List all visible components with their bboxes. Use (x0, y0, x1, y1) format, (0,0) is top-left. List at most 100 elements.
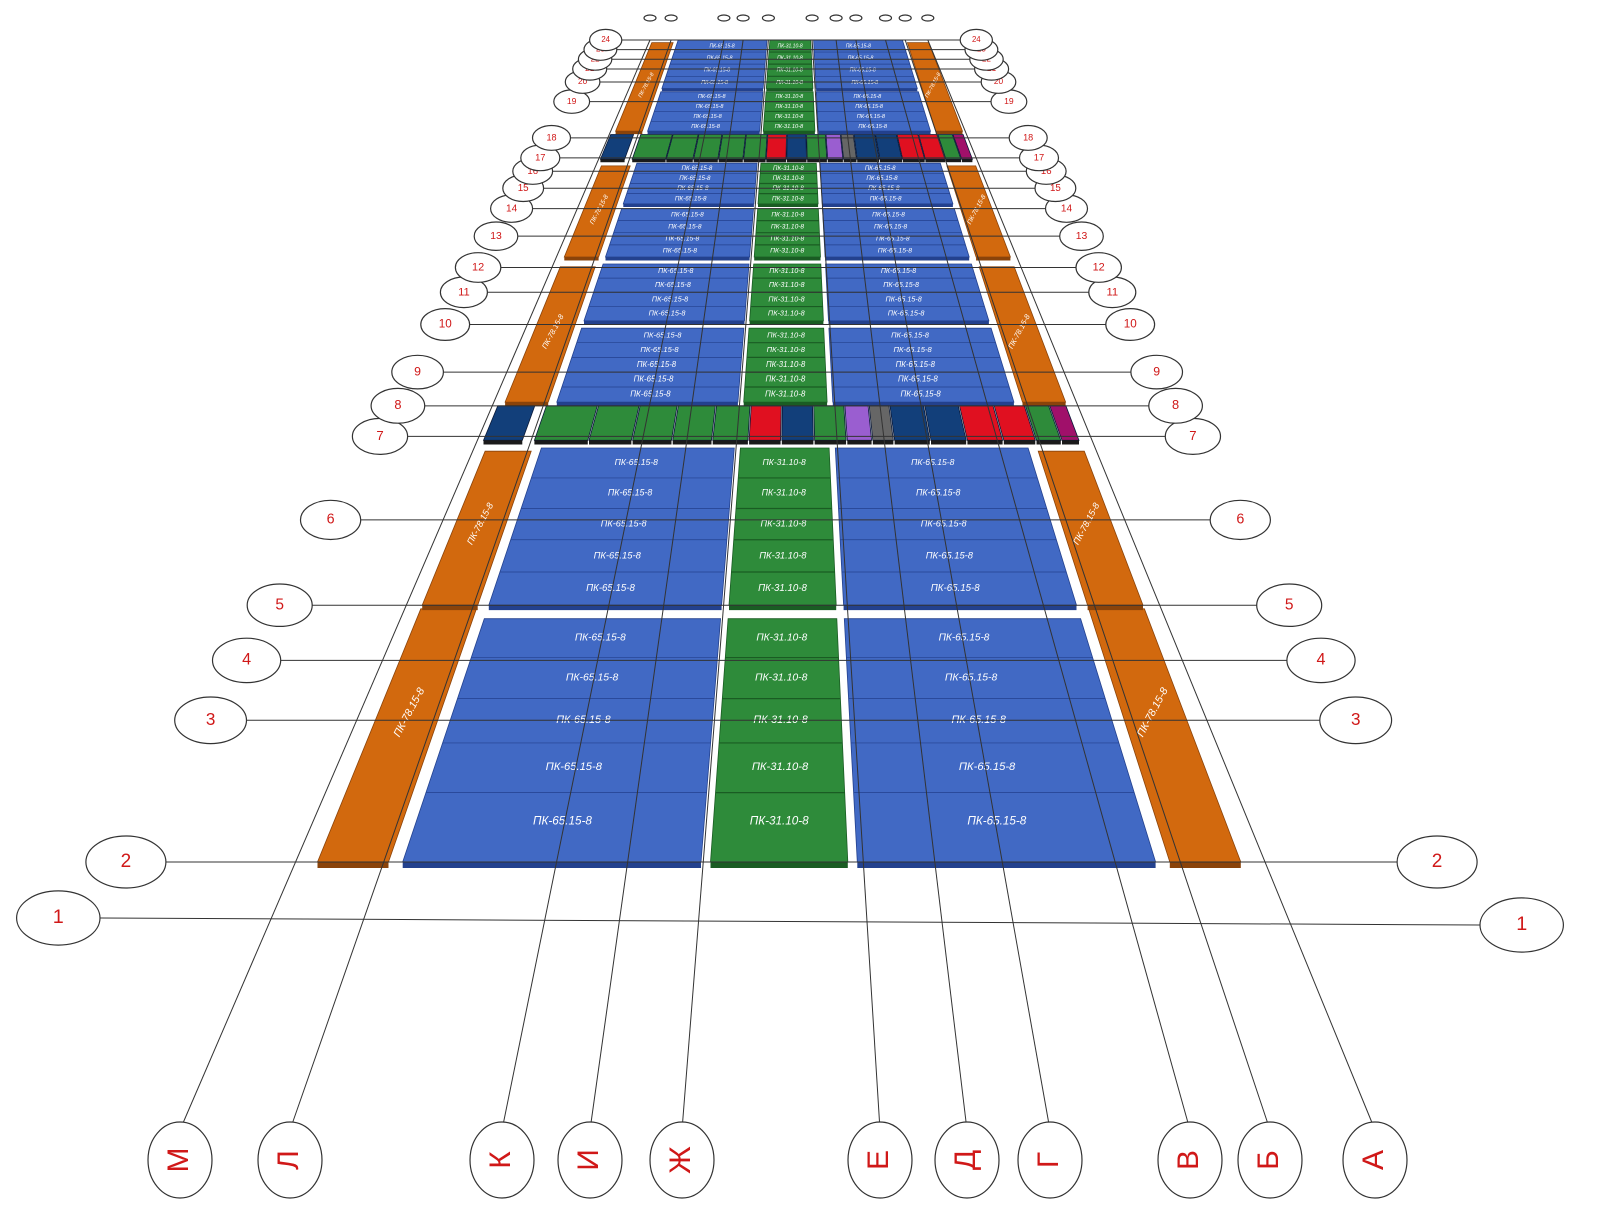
green-panel-edge-2 (743, 402, 828, 407)
strip-cell-a-4 (672, 405, 716, 441)
row-axis-bubble-4-right (1286, 637, 1356, 684)
row-axis-bubble-4-left (211, 637, 282, 684)
column-axis-line-Е (811, 39, 881, 1131)
blue-panel-left-edge-7 (661, 88, 764, 92)
green-panel-label: ПК-31.10-8 (776, 94, 805, 100)
row-axis-label-20-right: 20 (994, 76, 1004, 86)
column-axis-top-bubble-Л (664, 14, 678, 22)
row-axis-label-14-left: 14 (506, 203, 518, 214)
blue-panel-label: ПК-65.15-8 (566, 673, 619, 684)
column-axis-bubble-Г (1017, 1121, 1083, 1199)
column-axis-top-bubble-Ж (761, 14, 776, 22)
strip-cell-edge-a-16 (1062, 440, 1079, 445)
strip-cell-a-1 (533, 405, 598, 441)
blue-panel-label: ПК-65.15-8 (701, 80, 728, 86)
row-axis-label-9-right: 9 (1153, 364, 1160, 378)
row-axis-label-12-right: 12 (1093, 261, 1105, 273)
blue-panel-label: ПК-65.15-8 (881, 268, 916, 275)
blue-panel-label: ПК-65.15-8 (876, 236, 910, 243)
strip-cell-edge-a-6 (749, 440, 781, 445)
green-panel-label: ПК-31.10-8 (775, 114, 804, 120)
column-axis-top-bubble-А (921, 14, 935, 22)
column-axis-bubble-Ж (649, 1121, 715, 1199)
strip-cell-edge-b-8 (807, 159, 827, 163)
column-axis-top-bubble-Е (805, 14, 819, 22)
strip-cell-edge-b-11 (857, 159, 880, 163)
column-axis-line-Г (855, 39, 1051, 1131)
green-panel-edge-3 (749, 320, 824, 325)
green-panel-label: ПК-31.10-8 (772, 195, 804, 202)
row-axis-label-11-left: 11 (458, 286, 470, 298)
green-panel-label: ПК-31.10-8 (775, 104, 804, 110)
row-axis-label-11-right: 11 (1106, 286, 1118, 298)
column-axis-bubble-К (469, 1121, 535, 1199)
blue-panel-right-edge-1 (843, 605, 1077, 611)
blue-panel-label: ПК-65.15-8 (866, 175, 898, 182)
blue-panel-right-edge-2 (832, 402, 1014, 407)
row-axis-bubble-12-right (1075, 252, 1123, 283)
green-panel-label: ПК-31.10-8 (776, 80, 803, 86)
row-axis-label-24-right: 24 (972, 35, 981, 44)
blue-panel-label: ПК-65.15-8 (959, 761, 1016, 773)
row-axis-label-4-right: 4 (1316, 651, 1325, 669)
green-panel-label: ПК-31.10-8 (765, 390, 806, 399)
green-panel-label: ПК-31.10-8 (771, 211, 804, 218)
strip-cell-edge-b-5 (743, 159, 766, 163)
green-panel-edge-4 (754, 257, 821, 261)
blue-panel-label: ПК-65.15-8 (668, 223, 702, 230)
strip-cell-edge-a-12 (931, 440, 967, 445)
row-axis-label-7-right: 7 (1189, 428, 1196, 443)
orange-beam-right-edge-2 (1022, 402, 1066, 407)
strip-cell-a-6 (748, 405, 782, 441)
column-axis-label-И: И (572, 1149, 605, 1171)
column-axis-bubble-Д (934, 1121, 1000, 1199)
green-panel-edge-5 (758, 203, 819, 207)
column-axis-line-В (885, 39, 1191, 1131)
blue-panel-label: ПК-65.15-8 (896, 360, 936, 369)
green-panel-edge-1 (729, 605, 837, 611)
row-axis-bubble-13-left (473, 221, 519, 251)
blue-panel-right-edge-4 (825, 257, 970, 261)
row-axis-bubble-3-right (1319, 696, 1393, 745)
blue-panel-left-edge-0 (402, 862, 701, 868)
green-panel-label: ПК-31.10-8 (766, 375, 806, 384)
row-axis-label-13-left: 13 (490, 231, 502, 242)
row-axis-label-7-left: 7 (376, 428, 383, 443)
column-axis-label-Ж: Ж (664, 1146, 697, 1174)
blue-panel-label: ПК-65.15-8 (850, 68, 876, 74)
blue-panel-label: ПК-65.15-8 (900, 390, 941, 399)
blue-panel-label: ПК-65.15-8 (615, 457, 659, 467)
orange-beam-right-edge-1 (1087, 605, 1143, 611)
green-panel-label: ПК-31.10-8 (762, 487, 806, 497)
blue-panel-label: ПК-65.15-8 (857, 114, 886, 120)
strip-cell-a-8 (813, 405, 847, 441)
strip-cell-a-9 (844, 405, 873, 441)
column-axis-top-bubble-Б (898, 14, 912, 22)
blue-panel-label: ПК-65.15-8 (885, 294, 921, 303)
row-axis-label-16-right: 16 (1041, 166, 1052, 177)
row-axis-bubble-3-left (174, 696, 248, 745)
column-axis-label-Г: Г (1032, 1152, 1065, 1168)
green-panel-label: ПК-31.10-8 (750, 815, 809, 828)
blue-panel-right-edge-0 (857, 862, 1156, 868)
row-axis-label-15-left: 15 (518, 183, 529, 194)
strip-cell-edge-b-4 (718, 159, 743, 163)
column-axis-bubble-Л (257, 1121, 323, 1199)
blue-panel-label: ПК-65.15-8 (939, 633, 990, 644)
column-axis-bubble-А (1342, 1121, 1408, 1199)
row-axis-label-5-left: 5 (275, 596, 284, 613)
row-axis-label-19-left: 19 (567, 96, 577, 106)
green-panel-edge-7 (766, 88, 813, 92)
blue-panel-label: ПК-65.15-8 (608, 487, 652, 497)
green-panel-label: ПК-31.10-8 (752, 761, 809, 773)
blue-panel-left-edge-3 (584, 320, 745, 325)
green-panel-label: ПК-31.10-8 (777, 68, 803, 74)
strip-cell-edge-a-1 (534, 440, 588, 445)
row-axis-bubble-2-right (1396, 835, 1478, 889)
column-axis-line-К (501, 39, 725, 1131)
column-axis-bubble-И (557, 1121, 623, 1199)
green-panel-label: ПК-31.10-8 (769, 268, 804, 275)
orange-beam-right-edge-0 (1169, 862, 1241, 868)
blue-panel-label: ПК-65.15-8 (655, 281, 691, 289)
column-axis-line-Б (904, 39, 1271, 1131)
